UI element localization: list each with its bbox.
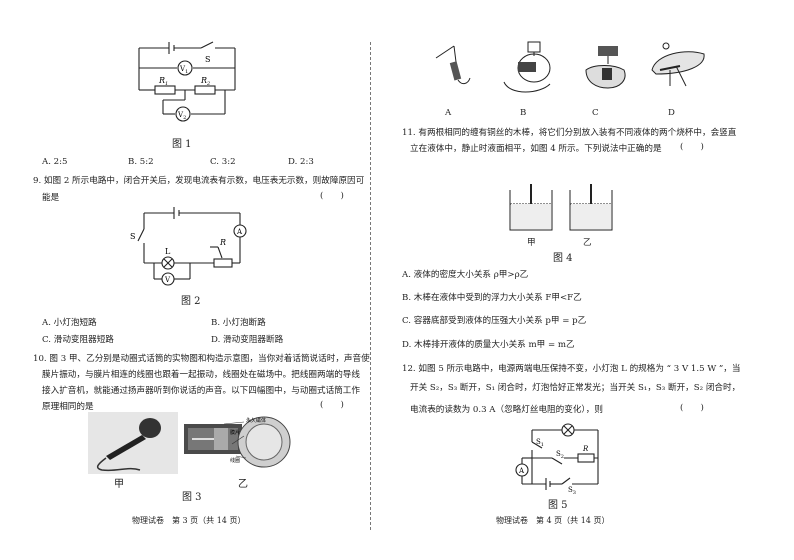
q9-text-line1: 9. 如图 2 所示电路中，闭合开关后，发现电流表有示数，电压表无示数，则故障原… bbox=[33, 176, 365, 186]
q10-text-line4: 原理相同的是 bbox=[42, 402, 94, 412]
figure-3-yi-label: 乙 bbox=[238, 479, 248, 490]
fig2-switch-label: S bbox=[130, 232, 135, 241]
fig5-ammeter-label: A bbox=[518, 467, 525, 475]
fig5-s2-label: S2 bbox=[556, 450, 564, 460]
q11-option-c: C. 容器底部受到液体的压强大小关系 p甲 = p乙 bbox=[402, 316, 587, 326]
column-divider bbox=[370, 42, 371, 530]
fig2-voltmeter-label: V bbox=[164, 276, 171, 284]
q10-choice-a-image bbox=[435, 45, 471, 85]
fig1-r2-label: R2 bbox=[200, 76, 210, 87]
q10-text-line2: 膜片振动，与膜片相连的线圈也跟着一起振动，线圈处在磁场中。把线圈两端的导线 bbox=[42, 370, 360, 380]
fig2-rheostat-label: R bbox=[219, 238, 226, 247]
q9-answer-bracket: ( ) bbox=[320, 191, 344, 201]
fig5-s1-label: S1 bbox=[536, 438, 544, 448]
figure-5-circuit: S1 S2 S3 A R bbox=[515, 423, 599, 494]
fig1-r1-label: R1 bbox=[158, 76, 168, 87]
q12-text-line3: 电流表的读数为 0.3 A（忽略灯丝电阻的变化），则 bbox=[410, 405, 603, 415]
figure-2-caption: 图 2 bbox=[181, 296, 201, 307]
q10-choice-d-image bbox=[651, 42, 705, 87]
fig2-ammeter-label: A bbox=[236, 228, 243, 236]
figure-3-microphone-cross-section: 永久磁体 膜片 线圈 bbox=[184, 416, 291, 468]
q11-answer-bracket: ( ) bbox=[680, 142, 704, 152]
figure-4-caption: 图 4 bbox=[553, 253, 573, 264]
figure-4-beakers bbox=[509, 184, 613, 231]
figure-1-circuit: S V1 R1 R2 V2 bbox=[138, 41, 236, 122]
q10-choice-d-label: D bbox=[668, 108, 675, 118]
fig1-v1-label: V1 bbox=[179, 65, 188, 75]
q11-option-d: D. 木棒排开液体的质量大小关系 m甲 = m乙 bbox=[402, 340, 575, 350]
figure-1-caption: 图 1 bbox=[172, 139, 192, 150]
q11-text-line2: 立在液体中，静止时液面相平，如图 4 所示。下列说法中正确的是 bbox=[410, 144, 662, 154]
figure-2-circuit: S L R A V bbox=[130, 207, 247, 286]
q12-text-line1: 12. 如图 5 所示电路中，电源两端电压保持不变，小灯泡 L 的规格为 “ 3… bbox=[402, 364, 741, 374]
fig3-label-magnet: 永久磁体 bbox=[246, 417, 266, 424]
q10-choice-c-label: C bbox=[592, 108, 599, 118]
q10-text-line1: 10. 图 3 甲、乙分别是动圈式话筒的实物图和构造示意图，当你对着话筒说话时，… bbox=[33, 354, 370, 364]
figure-3-microphone-photo bbox=[88, 412, 178, 474]
q8-option-a: A. 2:5 bbox=[42, 157, 68, 167]
q11-option-a: A. 液体的密度大小关系 ρ甲>ρ乙 bbox=[402, 270, 529, 280]
q12-answer-bracket: ( ) bbox=[680, 403, 704, 413]
right-page-footer: 物理试卷 第 4 页（共 14 页） bbox=[496, 516, 610, 525]
fig3-label-coil: 线圈 bbox=[230, 457, 240, 464]
q9-option-c: C. 滑动变阻器短路 bbox=[42, 335, 114, 345]
q9-option-b: B. 小灯泡断路 bbox=[211, 318, 266, 328]
figure-5-caption: 图 5 bbox=[548, 500, 568, 511]
q8-option-c: C. 3:2 bbox=[210, 157, 236, 167]
fig5-s3-label: S3 bbox=[568, 486, 576, 494]
q11-option-b: B. 木棒在液体中受到的浮力大小关系 F甲<F乙 bbox=[402, 293, 582, 303]
figure-3-jia-label: 甲 bbox=[114, 479, 124, 490]
fig1-switch-label: S bbox=[205, 55, 210, 64]
q8-option-d: D. 2:3 bbox=[288, 157, 314, 167]
q10-choice-b-image bbox=[503, 41, 551, 93]
fig1-v2-label: V2 bbox=[177, 111, 186, 121]
q11-text-line1: 11. 有两根相同的缠有铜丝的木棒，将它们分别放入装有不同液体的两个烧杯中，会竖… bbox=[402, 128, 737, 138]
q9-option-a: A. 小灯泡短路 bbox=[42, 318, 97, 328]
q10-choice-c-image bbox=[585, 46, 626, 89]
q10-choice-a-label: A bbox=[445, 108, 452, 118]
q10-choice-b-label: B bbox=[520, 108, 527, 118]
figure-3-caption: 图 3 bbox=[182, 492, 202, 503]
figure-4-jia-label: 甲 bbox=[527, 238, 536, 248]
q8-option-b: B. 5:2 bbox=[128, 157, 154, 167]
q10-answer-bracket: ( ) bbox=[320, 400, 344, 410]
q9-option-d: D. 滑动变阻器断路 bbox=[211, 335, 284, 345]
fig3-label-diaphragm: 膜片 bbox=[230, 429, 240, 436]
q10-text-line3: 接入扩音机，就能通过扬声器听到你说话的声音。以下四幅图中，与动圈式话筒工作 bbox=[42, 386, 360, 396]
figure-4-yi-label: 乙 bbox=[583, 238, 592, 248]
fig5-resistor-label: R bbox=[582, 445, 589, 453]
q12-text-line2: 开关 S₂，S₃ 断开，S₁ 闭合时，灯泡恰好正常发光；当开关 S₁，S₃ 断开… bbox=[410, 383, 741, 393]
fig2-lamp-label: L bbox=[165, 247, 171, 256]
left-page-footer: 物理试卷 第 3 页（共 14 页） bbox=[132, 516, 246, 525]
q9-text-line2: 能是 bbox=[42, 193, 60, 203]
